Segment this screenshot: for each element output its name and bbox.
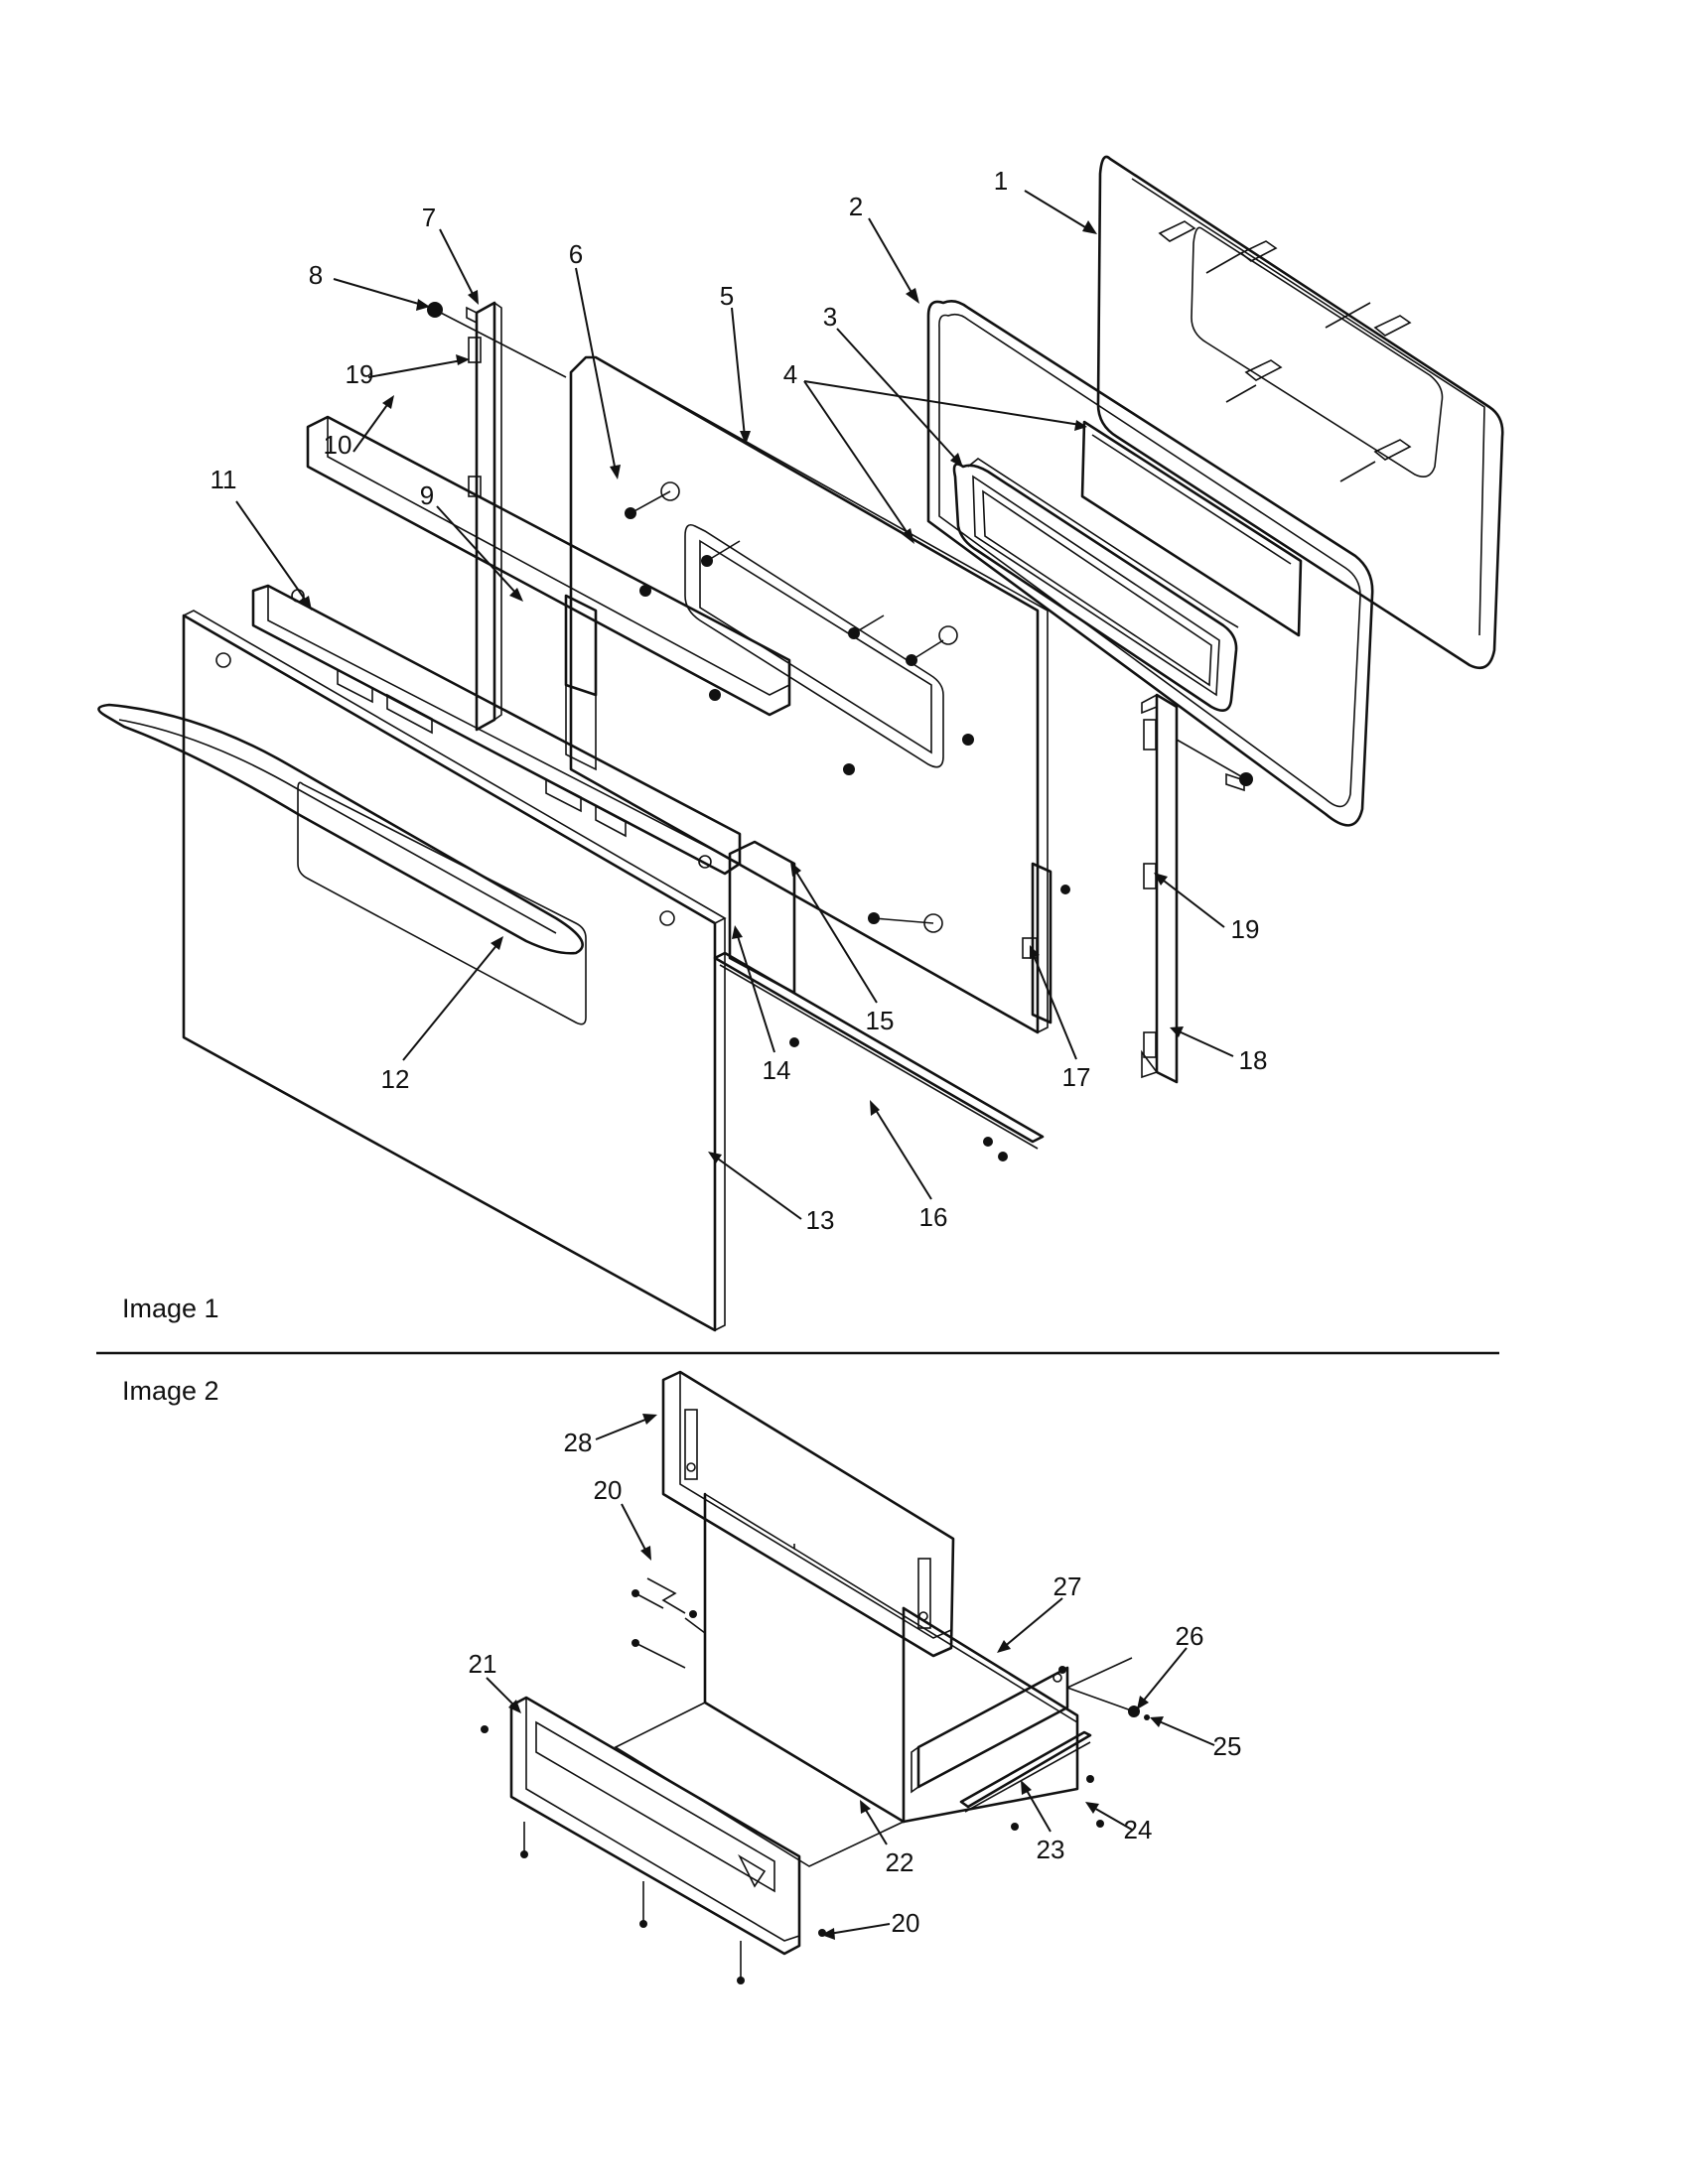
callout-12: 12 (381, 1064, 410, 1094)
callout-25: 25 (1213, 1731, 1242, 1761)
part-27-drawer-side-rail (911, 1666, 1069, 1794)
part-16-bottom-rail (713, 951, 1045, 1150)
image1-door-assembly: 1 2 3 4 5 6 7 8 19 10 11 9 12 13 14 15 1… (97, 155, 1504, 1332)
image1-label: Image 1 (122, 1294, 219, 1323)
part-2-door-gasket (926, 300, 1374, 827)
callout-26: 26 (1176, 1621, 1204, 1651)
callout-20-bottom: 20 (892, 1908, 920, 1938)
callout-1: 1 (994, 166, 1008, 196)
callout-3: 3 (823, 302, 837, 332)
part-21-drawer-front (509, 1696, 801, 1956)
image2-callouts: 28 20 27 26 25 24 23 22 20 21 (469, 1428, 1242, 1938)
callout-14: 14 (763, 1055, 791, 1085)
callout-8: 8 (309, 260, 323, 290)
part-23-slide-rail (959, 1730, 1092, 1813)
part-18-right-hinge (1141, 693, 1179, 1084)
part-11-vent-duct (251, 584, 742, 876)
part-13-outer-door-panel (182, 610, 727, 1332)
callout-13: 13 (806, 1205, 835, 1235)
part-28-drawer-back (661, 1370, 955, 1658)
callout-2: 2 (849, 192, 863, 221)
callout-24: 24 (1124, 1815, 1153, 1844)
image1-callouts: 1 2 3 4 5 6 7 8 19 10 11 9 12 13 14 15 1… (210, 166, 1268, 1235)
callout-17: 17 (1062, 1062, 1091, 1092)
part-4-inner-glass (1080, 420, 1303, 637)
part-3-window-pack (952, 458, 1239, 712)
callout-11: 11 (210, 465, 237, 494)
callout-5: 5 (720, 281, 734, 311)
callout-23: 23 (1037, 1835, 1065, 1864)
callout-7: 7 (422, 203, 436, 232)
part-22-drawer-body (614, 1492, 1079, 1867)
callout-27: 27 (1053, 1571, 1082, 1601)
part-1-inner-door-liner (1096, 155, 1504, 670)
image2-drawer-assembly: Image 2 (122, 1370, 1242, 1984)
callout-16: 16 (919, 1202, 948, 1232)
callout-28: 28 (564, 1428, 593, 1457)
callout-20-top: 20 (594, 1475, 623, 1505)
callout-9: 9 (420, 480, 434, 510)
callout-21: 21 (469, 1649, 497, 1679)
hinge-bracket-left (564, 594, 598, 771)
image2-label: Image 2 (122, 1376, 219, 1406)
image2-leaders (486, 1414, 1215, 1940)
part-10-vent-trim (306, 415, 791, 717)
callout-22: 22 (886, 1847, 914, 1877)
callout-6: 6 (569, 239, 583, 269)
callout-18: 18 (1239, 1045, 1268, 1075)
part-5-inner-door-panel (569, 355, 1049, 1034)
part-7-left-hinge (466, 301, 502, 732)
callout-4: 4 (783, 359, 797, 389)
fasteners-image1 (427, 302, 1253, 1161)
callout-19-right: 19 (1231, 914, 1260, 944)
callout-15: 15 (866, 1006, 895, 1035)
callout-19-left: 19 (346, 359, 374, 389)
part-12-door-handle (97, 703, 584, 955)
part-14-side-bracket (728, 840, 796, 995)
callout-10: 10 (324, 430, 352, 460)
image1-leaders (235, 190, 1234, 1220)
fasteners-image2 (481, 1577, 1150, 1984)
